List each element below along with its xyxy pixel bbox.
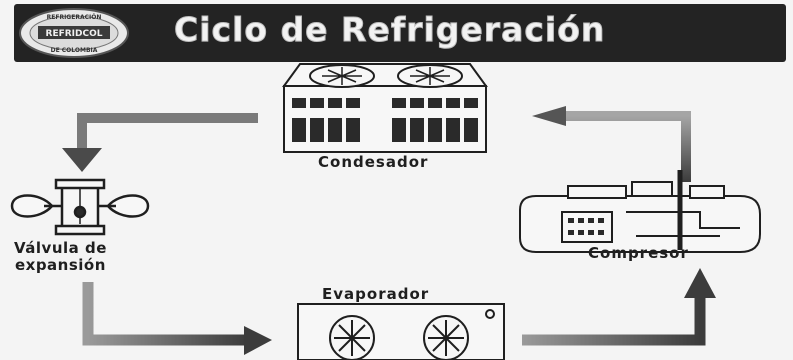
arrow-compressor-to-condenser: [532, 106, 691, 182]
expansion-valve-label: Válvula de expansión: [14, 240, 107, 274]
compressor-unit-icon: [519, 170, 761, 253]
logo-top-text: REFRIGERACIÓN: [47, 14, 102, 21]
compressor-label: Compresor: [588, 244, 689, 262]
condenser-unit-icon: [282, 63, 488, 153]
arrow-valve-to-evaporator: [82, 282, 272, 355]
arrow-evaporator-to-compressor: [522, 268, 716, 346]
condenser-label: Condesador: [318, 153, 429, 171]
logo-text: REFRIDCOL: [46, 29, 103, 39]
evaporator-unit-icon: [297, 303, 505, 360]
logo-bottom-text: DE COLOMBIA: [51, 47, 98, 54]
expansion-valve-label-line1: Válvula de: [14, 239, 107, 257]
title-banner: Ciclo de Refrigeración: [14, 4, 786, 62]
diagram-title: Ciclo de Refrigeración: [173, 10, 606, 50]
expansion-valve-label-line2: expansión: [14, 256, 106, 274]
arrow-condenser-to-valve: [62, 113, 258, 172]
expansion-valve-icon: [10, 178, 150, 236]
refridcol-logo: REFRIDCOL REFRIGERACIÓN DE COLOMBIA: [19, 8, 129, 58]
evaporator-label: Evaporador: [322, 285, 430, 303]
